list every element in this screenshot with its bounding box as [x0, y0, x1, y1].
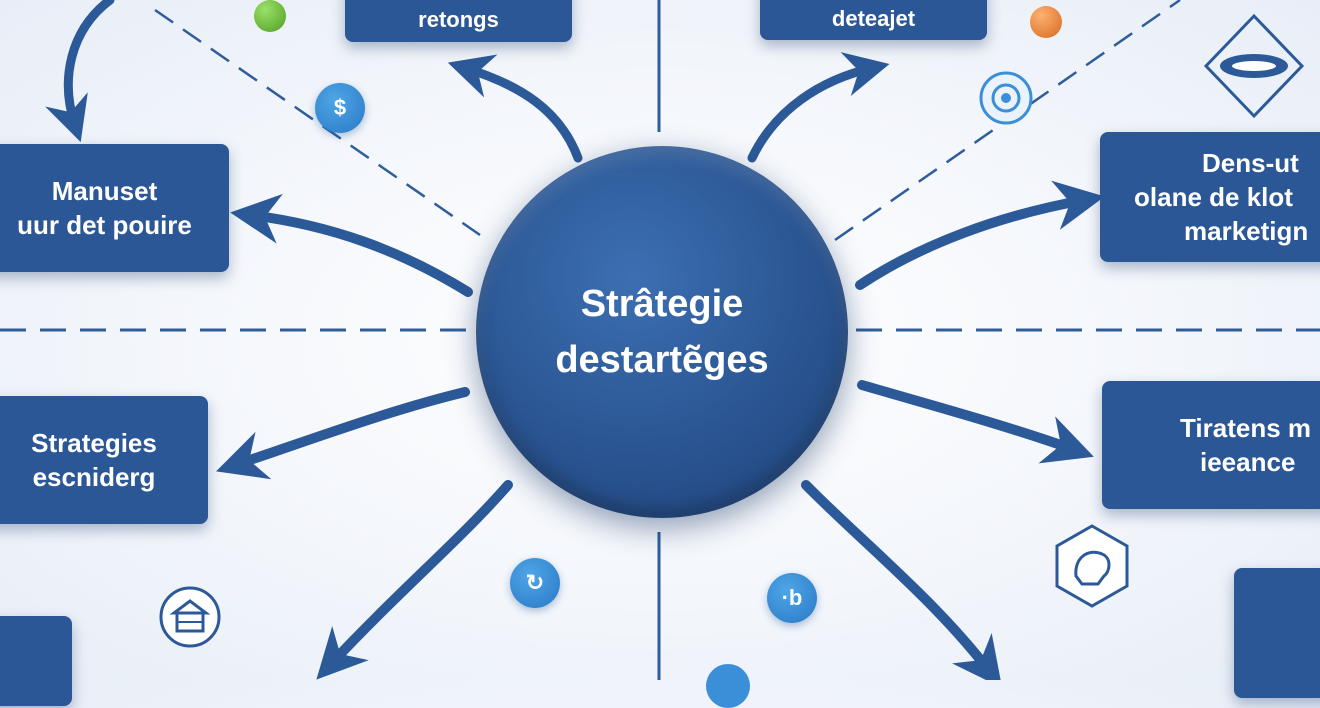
- box-bottom-right[interactable]: [1234, 568, 1320, 698]
- box-top-right-label: deteajet: [831, 6, 916, 31]
- arrow-to-left-lower-box: [216, 387, 470, 480]
- arrow-bottom-right: [801, 480, 1003, 680]
- box-right-lower-line1: Tiratens m: [1180, 413, 1312, 443]
- box-left-upper-line1: Manuset: [51, 176, 158, 206]
- box-left-upper[interactable]: Manuset uur det pouire: [0, 144, 229, 272]
- arrow-to-right-upper-box: [855, 180, 1105, 290]
- arrows: [45, 0, 1105, 680]
- dollar-icon: $: [315, 83, 365, 133]
- box-right-upper-line1: Dens-ut: [1202, 148, 1299, 178]
- box-left-upper-line2: uur det pouire: [17, 210, 192, 240]
- box-left-lower-line2: escniderg: [32, 462, 156, 492]
- gear-icon: [979, 71, 1033, 125]
- box-right-upper-line3: marketign: [1184, 216, 1309, 246]
- box-top-left[interactable]: retongs: [345, 0, 572, 42]
- box-right-upper[interactable]: Dens-ut olane de klot marketign: [1100, 132, 1320, 262]
- arrow-to-top-right-box: [747, 52, 890, 163]
- arrow-to-left-upper-box: [230, 193, 473, 297]
- blue-dot-bottom: [706, 664, 750, 708]
- central-hub[interactable]: Strâtegie destartẽges: [476, 146, 848, 518]
- orange-dot: [1030, 6, 1062, 38]
- hexagon-icon: [1055, 524, 1129, 608]
- diamond-icon: [1203, 13, 1305, 119]
- shop-icon: [159, 586, 221, 648]
- b-icon: ·b: [767, 573, 817, 623]
- box-right-lower-line2: ieeance: [1200, 447, 1296, 477]
- arrow-to-top-left-box: [447, 54, 583, 163]
- box-bottom-left[interactable]: [0, 616, 72, 706]
- box-top-left-label: retongs: [418, 7, 499, 32]
- hub-line2: destartẽges: [555, 339, 769, 381]
- box-left-lower-line1: Strategies: [31, 428, 157, 458]
- diagram-canvas: [0, 0, 1320, 680]
- box-right-upper-line2: olane de klot: [1134, 182, 1293, 212]
- box-right-lower[interactable]: Tiratens m ieeance: [1102, 381, 1320, 509]
- box-left-lower[interactable]: Strategies escniderg: [0, 396, 208, 524]
- arrow-top-left-corner: [45, 0, 115, 143]
- green-dot: [254, 0, 286, 32]
- arrow-to-right-lower-box: [857, 380, 1094, 464]
- hub-line1: Strâtegie: [580, 283, 744, 325]
- refresh-icon: ↻: [510, 558, 560, 608]
- box-top-right[interactable]: deteajet: [760, 0, 987, 40]
- arrow-bottom-left: [316, 480, 513, 680]
